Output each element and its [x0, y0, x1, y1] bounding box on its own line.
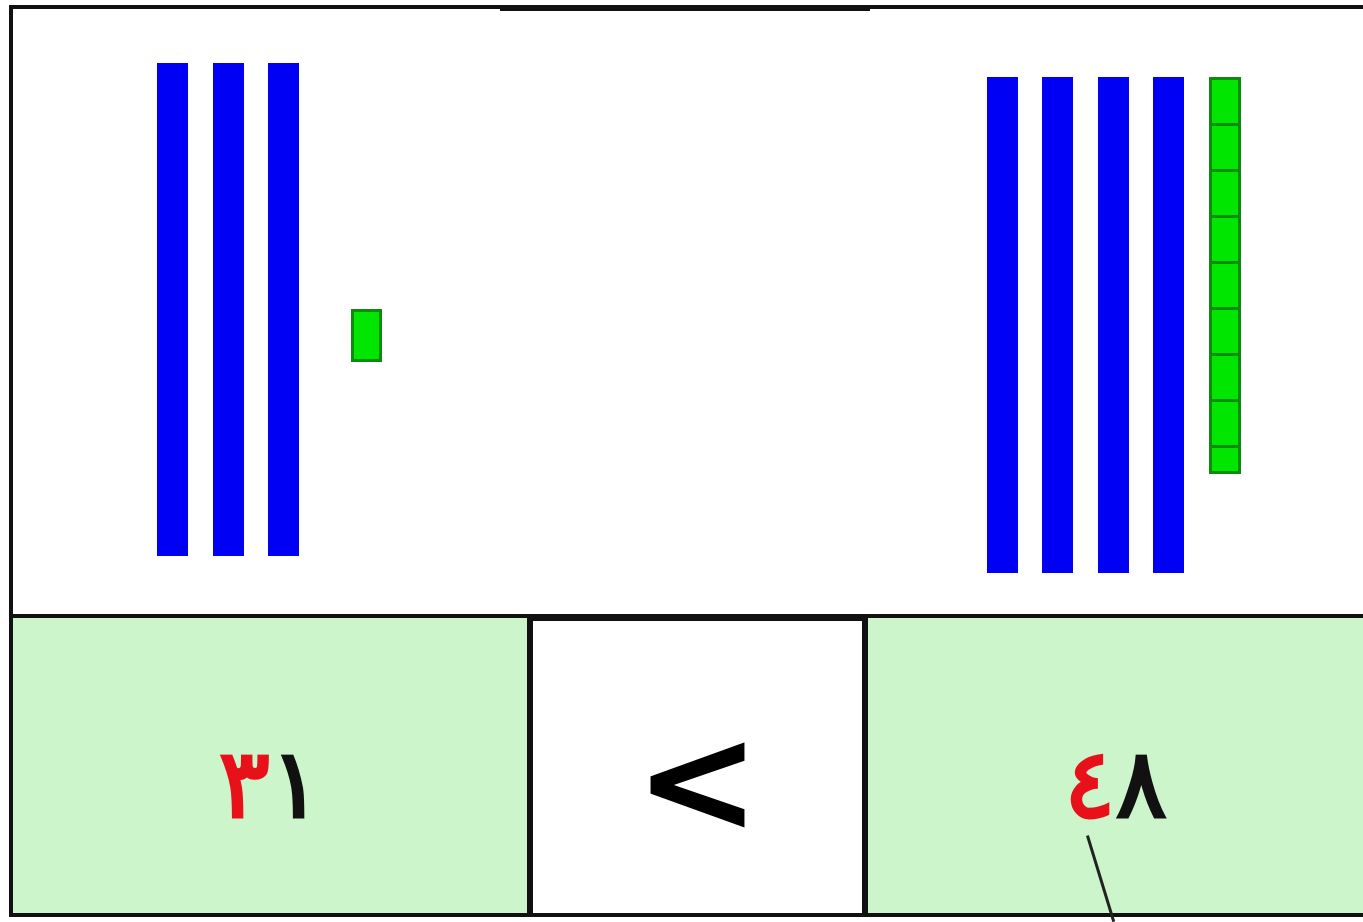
row-divider-center: [500, 615, 870, 621]
left-border: [9, 5, 13, 917]
left-ones-unit: [351, 309, 382, 362]
left-tens-digit: ٣: [218, 727, 270, 840]
left-number: ٣١: [218, 727, 321, 840]
right-tens-digit: ٤: [1063, 727, 1116, 840]
left-ones-digit: ١: [270, 727, 322, 840]
column-divider-left: [527, 617, 533, 917]
right-tens-rod: [987, 77, 1018, 573]
right-number: ٤٨: [1064, 727, 1167, 840]
right-ones-digit: ٨: [1115, 727, 1168, 840]
left-tens-rod: [157, 63, 188, 556]
right-tens-rod: [1042, 77, 1073, 573]
less-than-symbol: <: [634, 694, 761, 868]
symbol-cell: <: [533, 621, 862, 913]
column-divider-right: [862, 617, 868, 917]
right-tens-rod: [1098, 77, 1129, 573]
bottom-border: [10, 913, 1363, 917]
right-ones-units: [1209, 77, 1241, 474]
left-tens-rod: [268, 63, 299, 556]
right-tens-rod: [1153, 77, 1184, 573]
left-number-cell: ٣١: [13, 618, 527, 913]
left-tens-rod: [213, 63, 244, 556]
right-number-cell: ٤٨: [868, 618, 1363, 913]
top-border-center: [500, 6, 870, 11]
